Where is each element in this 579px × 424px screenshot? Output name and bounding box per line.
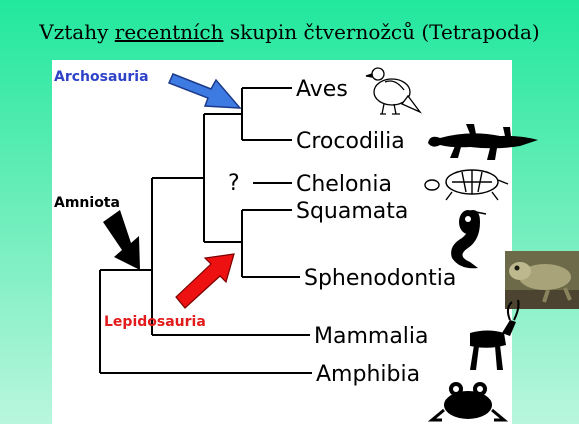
label-lepidosauria: Lepidosauria bbox=[104, 314, 206, 330]
taxon-crocodilia: Crocodilia bbox=[296, 129, 405, 154]
label-amniota: Amniota bbox=[54, 195, 120, 211]
taxon-mammalia: Mammalia bbox=[314, 324, 429, 349]
pigeon-icon bbox=[366, 68, 420, 114]
cobra-icon bbox=[451, 210, 486, 268]
taxon-amphibia: Amphibia bbox=[316, 362, 420, 387]
uncertainty-mark: ? bbox=[228, 171, 240, 196]
taxon-squamata: Squamata bbox=[296, 199, 408, 224]
tuatara-photo bbox=[505, 251, 579, 309]
frog-icon bbox=[432, 382, 504, 420]
turtle-icon bbox=[425, 170, 508, 200]
archosauria-arrow bbox=[169, 74, 240, 108]
tree-branches bbox=[100, 88, 312, 373]
antelope-icon bbox=[470, 300, 519, 370]
taxon-sphenodontia: Sphenodontia bbox=[304, 266, 456, 291]
lepidosauria-arrow bbox=[176, 254, 234, 308]
taxon-chelonia: Chelonia bbox=[296, 172, 392, 197]
label-archosauria: Archosauria bbox=[54, 69, 149, 85]
crocodile-icon bbox=[428, 124, 538, 160]
taxon-aves: Aves bbox=[296, 77, 348, 102]
amniota-arrow bbox=[103, 210, 140, 270]
